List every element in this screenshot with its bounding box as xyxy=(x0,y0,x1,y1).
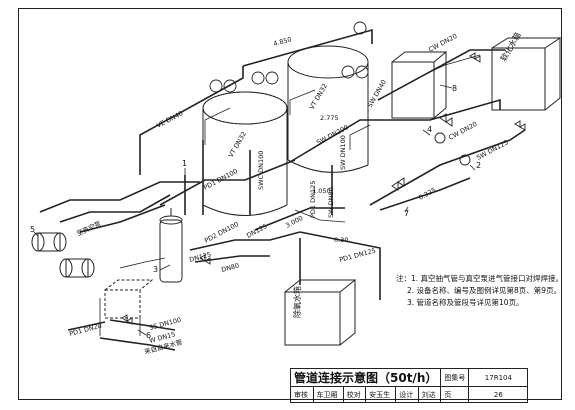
deaerated-water-tank xyxy=(284,279,357,346)
elevation-1050: 1.050 xyxy=(312,187,331,195)
elevation-0325: 0.325 xyxy=(417,186,437,202)
atlas-number: 17R104 xyxy=(468,368,529,387)
page-label: 页 xyxy=(440,386,470,403)
softened-water-tank xyxy=(491,37,562,111)
pipe-label-sw-dn80: SW DN80 xyxy=(327,187,335,218)
gauge-icons xyxy=(209,21,471,166)
atlas-label: 图集号 xyxy=(440,368,470,387)
callout-1: 1 xyxy=(182,159,187,168)
elevation-4850: 4.850 xyxy=(272,35,292,48)
softened-water-tank-label: 软化水箱 xyxy=(498,30,523,63)
pipe-network xyxy=(39,28,526,351)
pump-5 xyxy=(31,232,95,278)
pipe-label-pd1-dn125-r: PD1 DN125 xyxy=(338,247,376,264)
title-block: 管道连接示意图（50t/h） 图集号 17R104 审核 车卫厢 校对 安玉生 … xyxy=(289,368,529,403)
design-label: 设计 xyxy=(395,386,419,403)
check-label: 校对 xyxy=(342,386,367,403)
callout-6: 6 xyxy=(146,331,151,340)
callout-2: 2 xyxy=(476,161,481,170)
pipe-label-dn125: DN125 xyxy=(245,222,268,240)
callout-5: 5 xyxy=(30,225,35,234)
elevation-030: 0.30 xyxy=(334,236,348,244)
equipment-8 xyxy=(391,51,448,119)
elevation-2775: 2.775 xyxy=(320,114,339,122)
note-1: 注：1. 真空抽气管与真空泵进气管接口对焊焊接。 xyxy=(396,274,564,283)
callout-8: 8 xyxy=(452,84,457,93)
deaerated-water-tank-label: 除氧水箱 xyxy=(292,286,302,318)
pipe-label-sw-dn40-tank: SW DN40 xyxy=(366,78,388,109)
deaerator-tank-left xyxy=(202,91,288,216)
deaerator-tank-right xyxy=(287,45,369,173)
pipe-label-vacuum-pump: 至真空泵 xyxy=(75,218,103,237)
note-2: 2. 设备名称、编号及图例详见第8页、第9页。 xyxy=(407,286,562,295)
checker-name: 安玉生 xyxy=(365,386,397,403)
page-number: 26 xyxy=(468,386,529,403)
pipe-label-vt-dn32-b: VT DN32 xyxy=(227,130,248,159)
pipe-label-dn80: DN80 xyxy=(220,262,240,274)
callout-7: 7 xyxy=(404,209,409,218)
callouts xyxy=(33,84,476,336)
valve-icons xyxy=(121,52,526,325)
pipe-label-pd1-dn20: PD1 DN20 xyxy=(68,322,102,338)
pipe-label-ve-dn40: VE DN40 xyxy=(155,109,184,130)
drawing-frame xyxy=(18,8,562,400)
pipe-label-sw-dn100-v: SW DN100 xyxy=(339,135,347,170)
equipment-6 xyxy=(104,279,154,319)
review-label: 审核 xyxy=(290,386,314,403)
pipe-label-swc-dn100: SWC DN100 xyxy=(257,151,265,190)
callout-4: 4 xyxy=(427,125,432,134)
equipment-3-cylinder xyxy=(159,208,183,283)
designer-name: 刘达 xyxy=(417,386,442,403)
pipe-label-vt-dn32-a: VT DN32 xyxy=(308,82,329,111)
pipe-label-cw-dn20-top: CW DN20 xyxy=(427,32,458,54)
callout-3: 3 xyxy=(153,265,158,274)
note-3: 3. 管道名称及管段号详见第10页。 xyxy=(407,298,524,307)
pipe-label-pd1-dn125: PD1 DN125 xyxy=(309,181,317,218)
pipe-label-ss-dn100: SS DN100 xyxy=(148,316,182,332)
pipe-label-pd2-dn100: PD2 DN100 xyxy=(203,220,240,245)
secondary-lines xyxy=(99,54,481,336)
drawing-title: 管道连接示意图（50t/h） xyxy=(289,368,442,387)
reviewer-name: 车卫厢 xyxy=(312,386,344,403)
